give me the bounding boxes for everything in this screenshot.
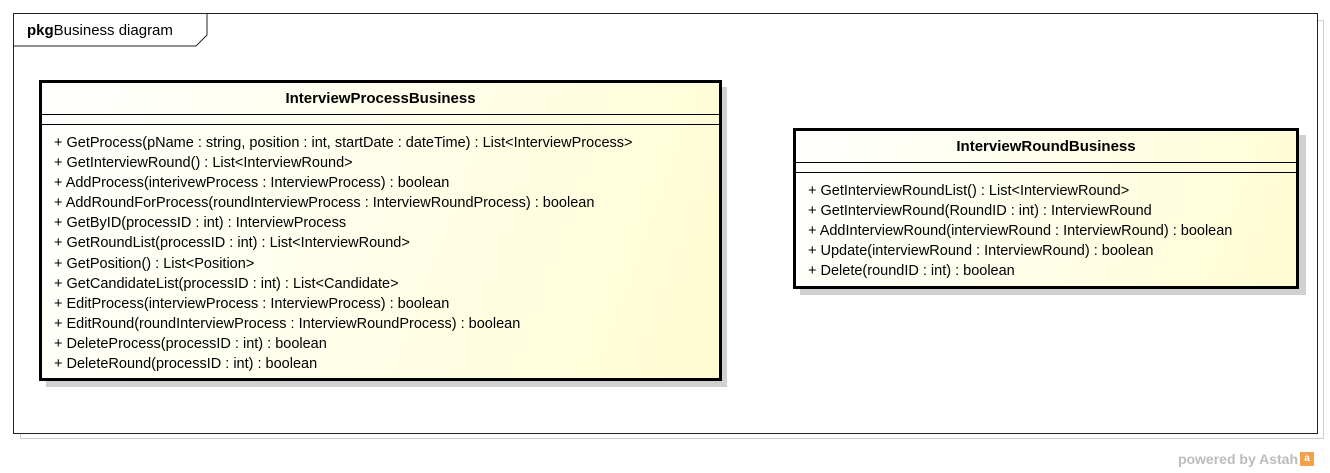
operation: + GetPosition() : List<Position> bbox=[54, 255, 255, 272]
operation: + EditProcess(interviewProcess : Intervi… bbox=[54, 295, 450, 312]
operation: + GetCandidateList(processID : int) : Li… bbox=[54, 275, 399, 292]
operation: + AddRoundForProcess(roundInterviewProce… bbox=[54, 195, 595, 212]
astah-logo-icon: a bbox=[1300, 452, 1314, 466]
class-name: InterviewProcessBusiness bbox=[42, 83, 719, 115]
operation: + GetInterviewRound(RoundID : int) : Int… bbox=[808, 203, 1152, 220]
operation: + DeleteRound(processID : int) : boolean bbox=[54, 356, 318, 373]
operation: + GetByID(processID : int) : InterviewPr… bbox=[54, 215, 347, 232]
operation: + EditRound(roundInterviewProcess : Inte… bbox=[54, 315, 521, 332]
operation: + AddProcess(interivewProcess : Intervie… bbox=[54, 175, 450, 192]
operation: + DeleteProcess(processID : int) : boole… bbox=[54, 335, 327, 352]
operation: + AddInterviewRound(interviewRound : Int… bbox=[808, 223, 1233, 240]
footer-credit: powered by Astah a bbox=[1178, 451, 1314, 467]
class-box-interview-process-business[interactable]: InterviewProcessBusiness + GetProcess(pN… bbox=[39, 80, 722, 381]
operation: + GetRoundList(processID : int) : List<I… bbox=[54, 235, 410, 252]
operations-compartment: + GetProcess(pName : string, position : … bbox=[42, 125, 719, 374]
operations-compartment: + GetInterviewRoundList() : List<Intervi… bbox=[796, 173, 1296, 281]
operation: + Update(interviewRound : InterviewRound… bbox=[808, 243, 1154, 260]
package-name: Business diagram bbox=[53, 22, 173, 39]
operation: + GetProcess(pName : string, position : … bbox=[54, 135, 633, 151]
attributes-compartment bbox=[42, 115, 719, 125]
attributes-compartment bbox=[796, 163, 1296, 173]
class-box-interview-round-business[interactable]: InterviewRoundBusiness + GetInterviewRou… bbox=[793, 128, 1299, 289]
operation: + GetInterviewRoundList() : List<Intervi… bbox=[808, 183, 1130, 199]
operation: + GetInterviewRound() : List<InterviewRo… bbox=[54, 155, 353, 172]
operation: + Delete(roundID : int) : boolean bbox=[808, 263, 1015, 280]
package-tab bbox=[14, 14, 208, 47]
package-keyword: pkg bbox=[27, 22, 54, 39]
footer-text: powered by Astah bbox=[1177, 451, 1298, 467]
package-title: pkgBusiness diagram bbox=[27, 22, 173, 39]
class-name: InterviewRoundBusiness bbox=[796, 131, 1296, 163]
